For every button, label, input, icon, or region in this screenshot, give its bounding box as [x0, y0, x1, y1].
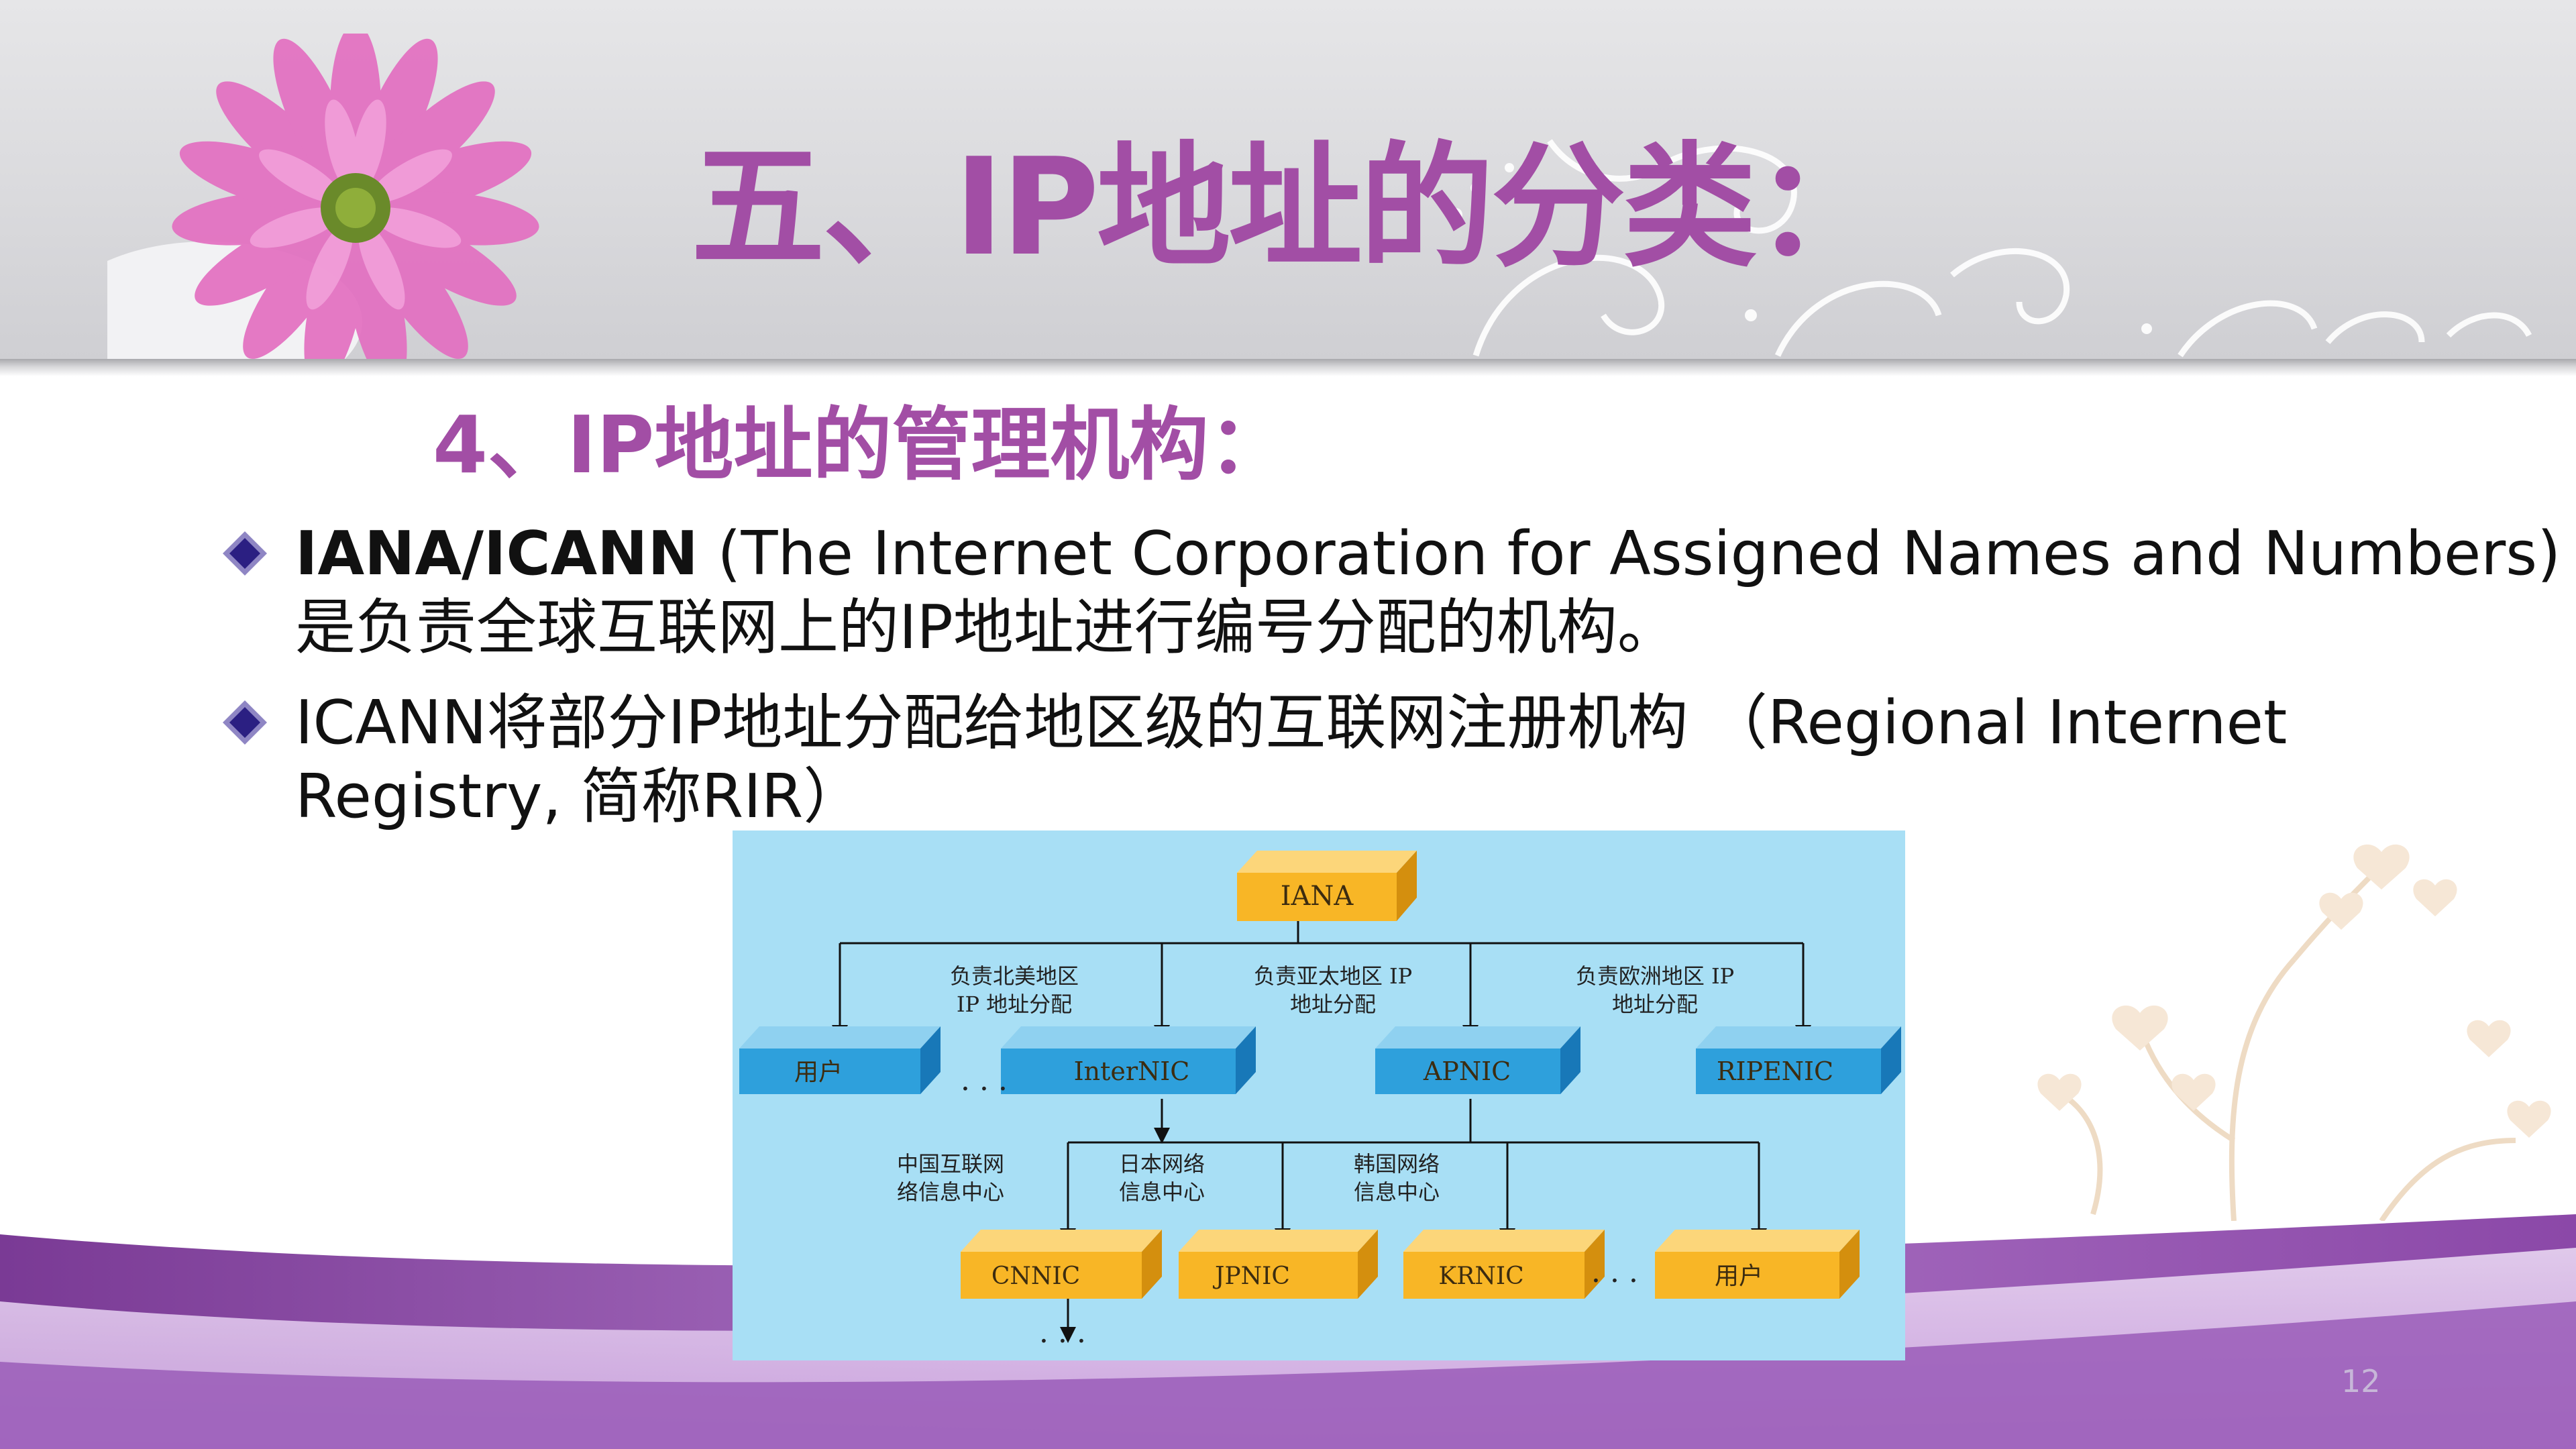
bullet-item: ICANN将部分IP地址分配给地区级的互联网注册机构 （Regional Int… [221, 684, 2536, 839]
header-divider-shadow [0, 359, 2576, 376]
note-line: 信息中心 [1119, 1179, 1205, 1205]
section-subtitle: 4、IP地址的管理机构： [433, 398, 1288, 491]
bullet-line: IANA/ICANN (The Internet Corporation for… [295, 515, 2561, 592]
note-line: 负责北美地区 [950, 963, 1079, 989]
note-line: 中国互联网 [897, 1151, 1004, 1177]
note-line: 韩国网络 [1354, 1151, 1440, 1177]
hearts-flower-ornament [2037, 844, 2551, 1221]
ellipsis: · · · [961, 1072, 1008, 1106]
node-apnic: APNIC [1375, 1026, 1580, 1094]
node-krnic: KRNIC [1403, 1230, 1605, 1299]
node-iana: IANA [1237, 851, 1417, 921]
pink-daisy-image [107, 34, 539, 359]
node-label: APNIC [1423, 1057, 1511, 1086]
node-label: InterNIC [1074, 1057, 1190, 1086]
node-cnnic: CNNIC [961, 1230, 1162, 1299]
diamond-bullet-icon [223, 531, 267, 576]
bullet-line-2: Registry, 简称RIR） [295, 761, 864, 832]
node-label: IANA [1281, 881, 1354, 912]
ellipsis: · · · [1591, 1264, 1638, 1298]
note-line: 络信息中心 [897, 1179, 1004, 1205]
node-label: 用户 [794, 1059, 843, 1086]
node-label: KRNIC [1438, 1263, 1523, 1290]
note-line: IP 地址分配 [957, 991, 1072, 1017]
ellipsis: · · · [1039, 1324, 1086, 1358]
node-label: RIPENIC [1717, 1057, 1833, 1086]
bullet-text: (The Internet Corporation for Assigned N… [698, 519, 2561, 589]
note-line: 地址分配 [1612, 991, 1698, 1017]
node-user-1: 用户 [739, 1026, 941, 1094]
slide-title: 五、IP地址的分类： [691, 129, 1888, 286]
note-line: 信息中心 [1354, 1179, 1440, 1205]
node-ripenic: RIPENIC [1696, 1026, 1901, 1094]
connector-lines [832, 921, 1811, 1343]
node-label: 用户 [1715, 1263, 1763, 1290]
page-number: 12 [2341, 1363, 2381, 1399]
node-jpnic: JPNIC [1179, 1230, 1378, 1299]
bullet-line: ICANN将部分IP地址分配给地区级的互联网注册机构 （Regional Int… [295, 688, 2288, 758]
node-internic: InterNIC [1001, 1026, 1256, 1094]
node-label: JPNIC [1212, 1263, 1290, 1290]
slide-header-band: 五、IP地址的分类： [0, 0, 2576, 359]
diamond-bullet-icon [223, 700, 267, 745]
note-line: 地址分配 [1290, 991, 1376, 1017]
note-line: 日本网络 [1119, 1151, 1205, 1177]
swirl-ornament [1449, 139, 2532, 358]
note-line: 负责欧洲地区 IP [1576, 963, 1734, 989]
node-user-2: 用户 [1655, 1230, 1860, 1299]
bullet-item: IANA/ICANN (The Internet Corporation for… [221, 515, 2561, 669]
bullet-line-2: 是负责全球互联网上的IP地址进行编号分配的机构。 [295, 592, 1678, 663]
ip-registry-hierarchy-diagram: IANA 用户 InterNIC APNIC RIPENIC [733, 830, 1905, 1360]
node-label: CNNIC [991, 1263, 1080, 1290]
note-line: 负责亚太地区 IP [1254, 963, 1412, 989]
bullet-strong-text: IANA/ICANN [295, 519, 698, 589]
